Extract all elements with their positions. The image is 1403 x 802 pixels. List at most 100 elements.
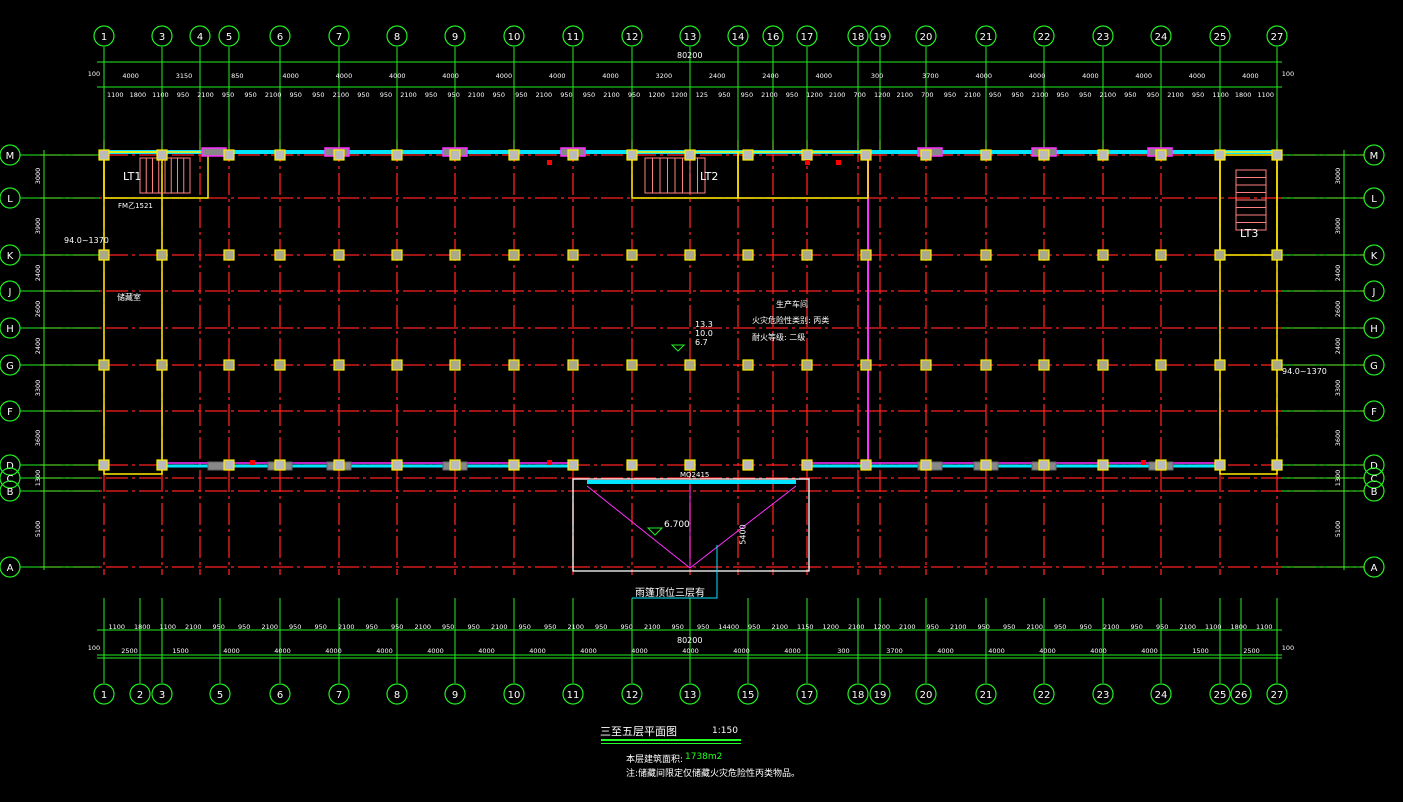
axis-bubble-bottom (129, 683, 151, 705)
dimension-bottom-overall: 4000 (274, 647, 291, 655)
side-dimension: 5100 (34, 521, 42, 538)
axis-label-bottom: 5 (217, 690, 223, 701)
structural-column (274, 149, 286, 161)
structural-column (1271, 149, 1283, 161)
structural-column (1038, 359, 1050, 371)
axis-bubble-top (1266, 25, 1288, 47)
dimension-top-detail: 2100 (333, 91, 350, 99)
side-dimension: 3300 (1334, 380, 1342, 397)
axis-bubble-top (796, 25, 818, 47)
dimension-top-overall: 4000 (122, 72, 139, 80)
dimension-edge: 100 (88, 70, 100, 78)
axis-label-row: A (7, 563, 14, 574)
dimension-bottom-overall: 1500 (1192, 647, 1209, 655)
dimension-top-detail: 2100 (1167, 91, 1184, 99)
structural-column (156, 149, 168, 161)
axis-bubble-top (1092, 25, 1114, 47)
dimension-top-detail: 950 (290, 91, 302, 99)
axis-bubble-bottom (93, 683, 115, 705)
dimension-bottom-detail: 950 (315, 623, 327, 631)
dimension-edge: 100 (1282, 70, 1294, 78)
side-dimension: 2600 (34, 301, 42, 318)
title-underline-thin (601, 743, 741, 744)
dimension-edge: 100 (88, 644, 100, 652)
dimension-bottom-detail: 950 (391, 623, 403, 631)
axis-label-top: 8 (394, 32, 400, 43)
dimension-bottom-detail: 950 (366, 623, 378, 631)
dimension-bottom-detail: 1150 (797, 623, 814, 631)
dimension-top-detail: 950 (1124, 91, 1136, 99)
dimension-bottom-overall: 4000 (376, 647, 393, 655)
axis-bubble-bottom (328, 683, 350, 705)
axis-label-bottom: 20 (920, 690, 933, 701)
axis-label-bottom: 11 (567, 690, 580, 701)
dimension-top-detail: 950 (515, 91, 527, 99)
axis-label-bottom: 15 (742, 690, 755, 701)
axis-bubble-top (562, 25, 584, 47)
axis-label-bottom: 21 (980, 690, 993, 701)
structural-column (920, 249, 932, 261)
dimension-top-detail: 950 (944, 91, 956, 99)
dimension-top-detail: 950 (718, 91, 730, 99)
axis-label-top: 10 (508, 32, 521, 43)
dimension-bottom-overall: 4000 (937, 647, 954, 655)
axis-label-top: 19 (874, 32, 887, 43)
axis-label-top: 4 (197, 32, 203, 43)
structural-column (860, 249, 872, 261)
total-dimension-top: 80200 (677, 51, 703, 60)
stair-label-lt2: LT2 (700, 170, 719, 183)
drawing-scale: 1:150 (712, 726, 738, 736)
axis-label-top: 3 (159, 32, 165, 43)
dimension-bottom-overall: 4000 (631, 647, 648, 655)
axis-label-top: 27 (1271, 32, 1284, 43)
stair-label-lt1: LT1 (123, 170, 142, 183)
axis-label-bottom: 7 (336, 690, 342, 701)
axis-label-bottom: 2 (137, 690, 143, 701)
dimension-bottom-detail: 950 (978, 623, 990, 631)
stair-lt3-enclosure (1219, 154, 1278, 256)
axis-bubble-bottom (444, 683, 466, 705)
axis-label-row: A (1371, 563, 1378, 574)
structural-column (801, 149, 813, 161)
axis-label-top: 5 (226, 32, 232, 43)
dimension-bottom-detail: 2100 (185, 623, 202, 631)
dimension-bottom-detail: 950 (468, 623, 480, 631)
elevation-2: 10.0 (695, 329, 713, 338)
dimension-bottom-detail: 2100 (1179, 623, 1196, 631)
dimension-top-detail: 2100 (400, 91, 417, 99)
dimension-top-detail: 1100 (1257, 91, 1274, 99)
axis-bubble-bottom (1092, 683, 1114, 705)
structural-column (980, 249, 992, 261)
elevation-3: 6.7 (695, 338, 708, 347)
axis-bubble-bottom (562, 683, 584, 705)
dimension-bottom-detail: 950 (1156, 623, 1168, 631)
axis-label-top: 9 (452, 32, 458, 43)
axis-bubble-bottom (1266, 683, 1288, 705)
structural-column (860, 459, 872, 471)
axis-bubble-top (328, 25, 350, 47)
dimension-top-detail: 2100 (829, 91, 846, 99)
structural-column (98, 249, 110, 261)
axis-label-row: B (1371, 487, 1378, 498)
dimension-top-detail: 950 (244, 91, 256, 99)
side-dimension: 2600 (1334, 301, 1342, 318)
dimension-top-overall: 4000 (336, 72, 353, 80)
structural-column (1155, 459, 1167, 471)
axis-label-row: M (1370, 151, 1379, 162)
dimension-top-detail: 950 (493, 91, 505, 99)
canopy-outline (572, 478, 810, 572)
axis-label-row: K (7, 251, 14, 262)
structural-column (508, 249, 520, 261)
dimension-bottom-detail: 1100 (1256, 623, 1273, 631)
dimension-top-detail: 950 (989, 91, 1001, 99)
dimension-bottom-detail: 950 (1054, 623, 1066, 631)
left-edge-note: 94.0~1370 (64, 236, 109, 245)
dimension-top-overall: 3700 (922, 72, 939, 80)
structural-column (449, 359, 461, 371)
axis-bubble-bottom (869, 683, 891, 705)
dimension-bottom-detail: 950 (238, 623, 250, 631)
dimension-top-detail: 700 (921, 91, 933, 99)
structural-column (1155, 149, 1167, 161)
elevation-marker-icon (646, 527, 664, 536)
